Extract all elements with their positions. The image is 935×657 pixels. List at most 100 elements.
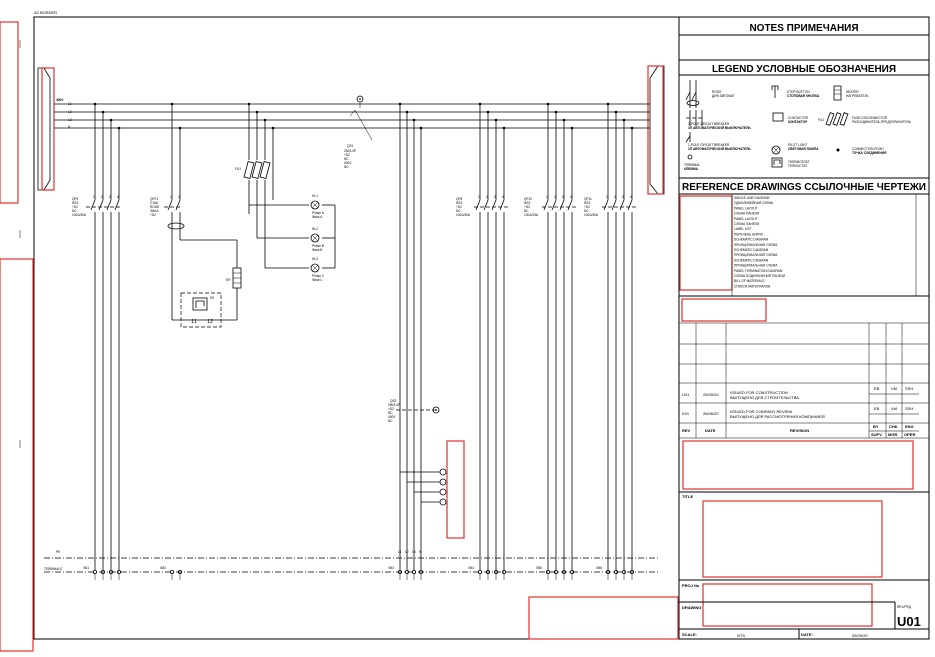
terminal-marker [485, 570, 490, 575]
terminal-marker [606, 570, 611, 575]
breaker-line: 100A/25A [524, 213, 539, 217]
breaker-line: +D2 [524, 205, 530, 209]
terminal-marker [418, 570, 423, 575]
breaker-line: +D2 [72, 205, 78, 209]
terminal-marker [93, 570, 98, 575]
breaker-line: RCBO [150, 205, 160, 209]
legend-desc: ТЕРМОСТАТ [788, 164, 807, 168]
revision-block: U01 25/09/20 ISSUED FOR CONSTRUCTION ВЫП… [679, 322, 929, 439]
pole-no: 1 [478, 195, 480, 199]
rev-header: OPER [904, 432, 915, 437]
qs2-line: 400V [388, 415, 396, 419]
legend-tag-fu1: FU1 [818, 118, 824, 122]
legend-name: TERMINAL [684, 163, 700, 167]
pole-no: 1 [546, 195, 548, 199]
title-label: TITLE [682, 494, 693, 499]
terminal-marker [614, 570, 619, 575]
redaction-box-left-top [0, 21, 19, 204]
pe-label: PE [56, 550, 60, 554]
rev-header: ENG [905, 424, 914, 429]
reference-item: PANEL LAYOUT [734, 206, 758, 210]
drawing-label: DRAWING [682, 605, 701, 610]
feeder-verticals [399, 104, 422, 570]
rev-chk: VM [891, 406, 897, 411]
qs2-line: 250A 4P [388, 403, 400, 407]
qs2-line: NC [388, 411, 393, 415]
scale-label: SCALE: [682, 632, 697, 637]
legend-heater: HEATER НАГРЕВАТЕЛЬ [833, 85, 869, 101]
redaction-box-meter [446, 440, 465, 539]
terminal-marker [404, 570, 409, 575]
rev-value: U01 [897, 614, 921, 629]
lamp-tag: HL3 [312, 257, 318, 261]
legend-name: FUSE DISCONNECTOR [852, 116, 888, 120]
rev-label: REV/РЕД [897, 605, 912, 609]
terminal-marker [554, 570, 559, 575]
legend-terminal: TERMINAL КЛЕММА [684, 154, 700, 171]
qs2-term: L1 [398, 550, 402, 554]
breaker-line: NSX [584, 201, 591, 205]
terminals-label: TERMINALS [44, 567, 62, 571]
legend-stop-button: STOP BUTTON СТОПОВАЯ КНОПКА [771, 85, 820, 98]
legend-name: STOP BUTTON [787, 90, 810, 94]
rev-eng: SSH [905, 386, 913, 391]
breaker-line: +D2 [456, 205, 462, 209]
terminal-marker [117, 570, 122, 575]
rev-date: 26/06/20 [703, 411, 719, 416]
lamp-tag: HL2 [312, 227, 318, 231]
breaker-tag: QF21 [150, 197, 158, 201]
breaker-line: NC [524, 209, 529, 213]
rev-code: U01 [682, 392, 690, 397]
breaker-line: NC [584, 209, 589, 213]
reference-item: ПРИНЦИПИАЛЬНАЯ СХЕМА [734, 243, 778, 247]
breaker-line: NC [456, 209, 461, 213]
breaker-line: 30mA [150, 209, 159, 213]
legend-name: 1-POLE CIRCUIT BREAKER [688, 143, 730, 147]
terminal-marker [546, 570, 551, 575]
legend-name: HEATER [846, 90, 859, 94]
legend-desc: КОНТАКТОР [788, 120, 808, 124]
legend-thermostat: THERMOSTAT ТЕРМОСТАТ [771, 157, 810, 168]
terminal-marker [630, 570, 635, 575]
terminal-strip-label: XB3 [388, 566, 394, 570]
breaker-tag: QF8 [456, 197, 462, 201]
breaker-line: NSX [524, 201, 531, 205]
pole-no: 2 [178, 195, 180, 199]
rev-eng: SSH [905, 406, 913, 411]
redaction-box-title [702, 500, 883, 578]
reference-item: СПИСОК МАТЕРИАЛОВ [734, 284, 770, 288]
terminal-marker [501, 570, 506, 575]
pole-no: 2 [614, 195, 616, 199]
proj-no-label: PROJ No [682, 583, 700, 588]
reference-item: SCHEMATIC DIAGRAM [734, 238, 769, 242]
rev-by: EB [874, 406, 880, 411]
pole-no: 3 [494, 195, 496, 199]
legend-name: THERMOSTAT [788, 160, 810, 164]
terminal-marker [177, 570, 182, 575]
lamp-label: Phase C [312, 274, 325, 278]
date-label: DATE: [801, 632, 813, 637]
legend-title: LEGEND УСЛОВНЫЕ ОБОЗНАЧЕНИЯ [712, 64, 896, 75]
redaction-box-ref [679, 195, 733, 291]
legend-items: RCBO ДИФ.АВТОМАТ STOP BUTTON СТОПОВАЯ КН… [684, 80, 911, 171]
legend-pilot-light: PILOT LIGHT СВЕТОВАЯ ЛАМПА [771, 143, 819, 155]
reference-item: SINGLE LINE DIAGRAM [734, 196, 770, 200]
legend-desc: РАЗЪЕДИНИТЕЛЬ-ПРЕДОХРАНИТЕЛЬ [852, 120, 911, 124]
legend-desc: КЛЕММА [684, 167, 699, 171]
pole-no: 4 [630, 195, 632, 199]
thermostat-sk: SK 11 12 [180, 292, 222, 328]
date-value: 25/09/20 [852, 633, 868, 638]
lamp-hl2: HL2 Phase B Фаза B [310, 227, 324, 252]
reference-item: ПЕРЕЧЕНЬ БИРОК [734, 232, 763, 236]
pole-no: 3 [109, 195, 111, 199]
breaker-tag: QF9 [72, 197, 78, 201]
breaker-line: 100A/40A [72, 213, 87, 217]
lamp-label-ru: Фаза A [312, 215, 323, 219]
qs2-term: N [419, 550, 422, 554]
